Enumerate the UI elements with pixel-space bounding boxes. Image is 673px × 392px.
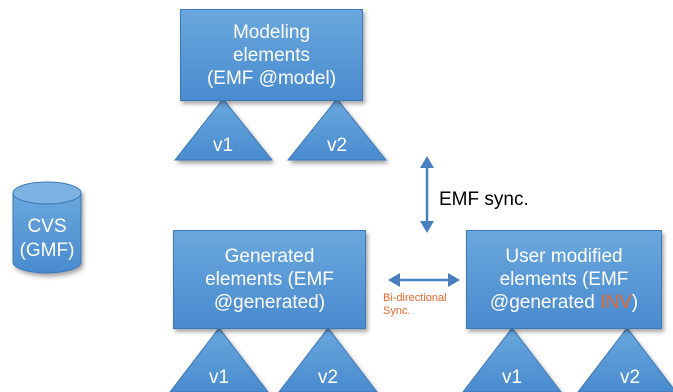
version-label-v1: v1: [209, 367, 229, 388]
user-box-generated-text: @generated: [489, 292, 601, 313]
modeling-box-line-2: elements: [232, 44, 311, 66]
user-box-line-2: elements (EMF: [499, 269, 629, 290]
emf-sync-label: EMF sync.: [439, 189, 529, 210]
repository-name: CVS: [27, 216, 66, 237]
bidirectional-sync-arrow: [388, 273, 460, 287]
user-box-line-1: User modified: [505, 246, 623, 267]
cvs-repository-cylinder: [12, 181, 82, 274]
generated-box-line-3: @generated): [213, 292, 326, 313]
user-version-v1: v1: [462, 327, 562, 392]
version-label-v2: v2: [620, 367, 640, 388]
modeling-version-v1: v1: [173, 98, 274, 161]
repository-type: (GMF): [20, 240, 75, 261]
inv-marker: INV: [600, 292, 632, 313]
generated-version-v2: v2: [278, 327, 378, 392]
version-label-v1: v1: [502, 367, 522, 388]
modeling-elements-box: Modeling elements (EMF @model): [180, 9, 363, 101]
user-version-v2: v2: [577, 327, 673, 392]
user-box-closing-paren: ): [631, 292, 639, 313]
user-box-line-3: @generated INV): [490, 291, 638, 314]
version-label-v2: v2: [318, 367, 338, 388]
bidirectional-label-line-1: Bi-directional: [383, 292, 447, 304]
bidirectional-sync-label: Bi-directional Sync.: [383, 292, 447, 318]
generated-version-v1: v1: [169, 327, 269, 392]
version-label-v2: v2: [327, 135, 347, 156]
modeling-box-line-1: Modeling: [232, 21, 311, 43]
version-label-v1: v1: [213, 135, 233, 156]
generated-box-line-2: elements (EMF: [205, 269, 334, 290]
bidirectional-label-line-2: Sync.: [383, 305, 411, 317]
modeling-version-v2: v2: [286, 98, 388, 161]
generated-box-line-1: Generated: [224, 246, 315, 267]
user-modified-elements-box: User modified elements (EMF @generated I…: [466, 230, 662, 329]
emf-sync-arrow: [420, 156, 434, 233]
generated-elements-box: Generated elements (EMF @generated): [173, 230, 366, 329]
modeling-box-line-3: (EMF @model): [206, 67, 337, 89]
